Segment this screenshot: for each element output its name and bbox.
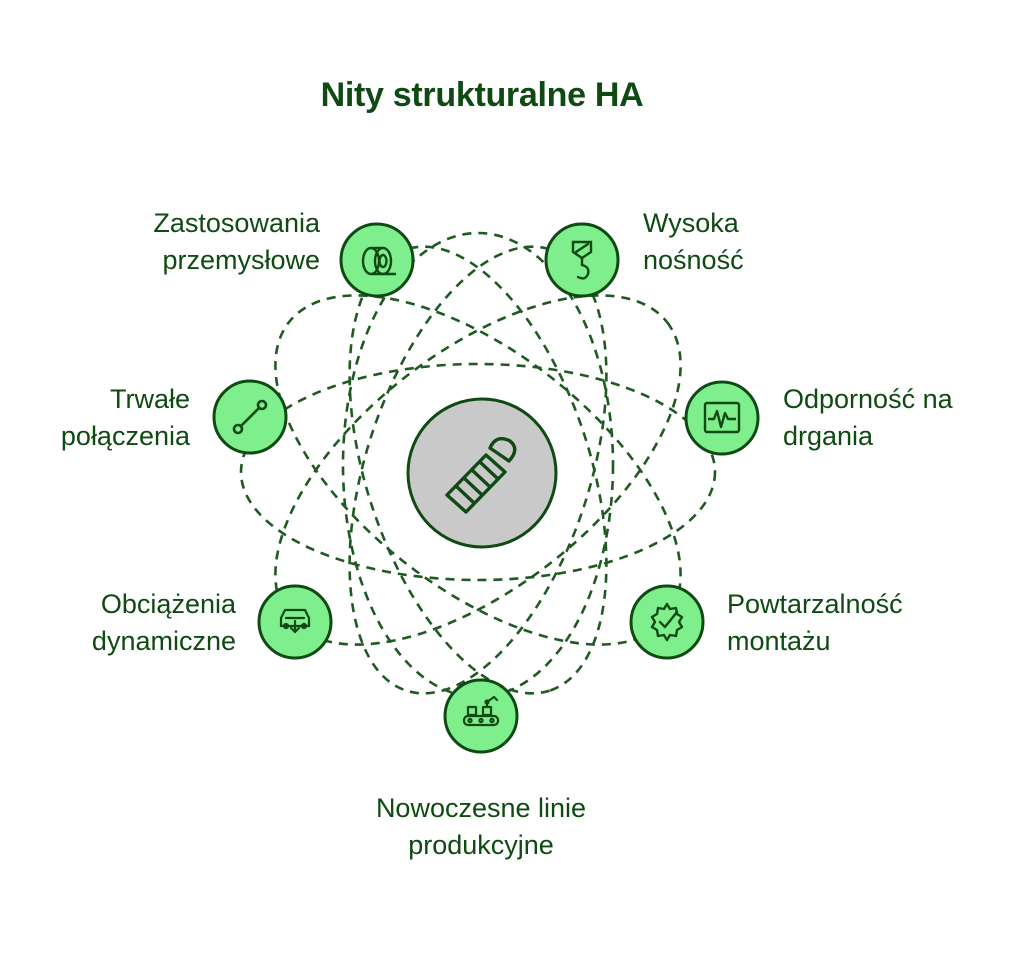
node-production: [443, 678, 519, 754]
center-node: [406, 397, 558, 549]
screw-icon: [445, 437, 517, 514]
node-dynamic: [257, 584, 333, 660]
label-production: Nowoczesne linie produkcyjne: [375, 793, 587, 860]
label-vibration: Odporność na drgania: [783, 384, 953, 451]
orbit-horizontal: [239, 362, 717, 582]
label-industrial: Zastosowania przemysłowe: [153, 208, 320, 275]
label-load: Wysoka nośność: [643, 208, 744, 275]
label-permanent: Trwałe połączenia: [60, 384, 190, 451]
dynamic-load-icon: [279, 608, 311, 634]
diagram-title: Nity strukturalne HA: [320, 76, 644, 114]
gear-check-icon: [650, 602, 684, 642]
label-dynamic: Obciążenia dynamiczne: [91, 589, 236, 656]
node-permanent: [212, 379, 288, 455]
waveform-monitor-icon: [703, 401, 741, 434]
node-repeatability: [629, 584, 705, 660]
label-repeatability: Powtarzalność montażu: [727, 589, 903, 656]
conveyor-robot-icon: [462, 695, 500, 727]
node-industrial: [339, 222, 415, 298]
crane-hook-icon: [571, 240, 593, 280]
connection-link-icon: [232, 399, 268, 435]
node-vibration: [684, 380, 760, 456]
node-load: [544, 222, 620, 298]
tape-roll-icon: [361, 246, 396, 276]
